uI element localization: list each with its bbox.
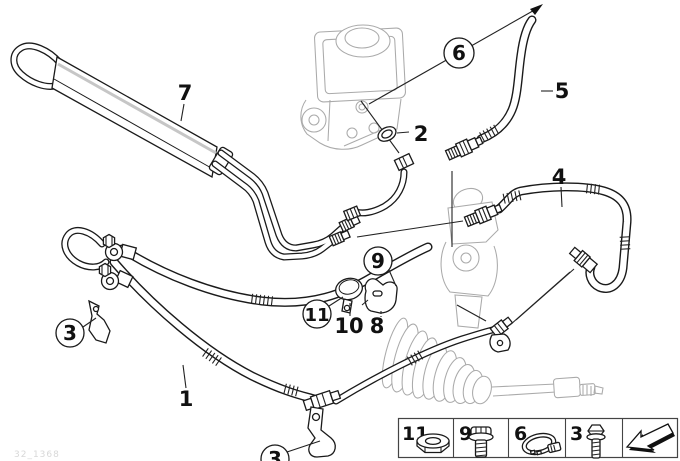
pump-elbow-pipe (342, 152, 415, 222)
sealing-ring-2 (377, 126, 397, 142)
legend-num-3[interactable]: 3 (570, 423, 583, 445)
clamp-10 (335, 277, 363, 314)
hose-1 (109, 257, 319, 404)
bracket-3 (88, 299, 111, 344)
hose-fitting (463, 203, 503, 228)
hose1-end-fitting (302, 389, 342, 458)
callout-7[interactable]: 7 (178, 81, 193, 105)
callout-9-circled[interactable]: 9 (363, 246, 393, 276)
callout-5[interactable]: 5 (555, 79, 570, 103)
hose-end-fitting (568, 246, 599, 274)
hose-clamp-icon[interactable] (520, 429, 562, 458)
callout-1[interactable]: 1 (179, 387, 194, 411)
pressure-hose-4 (463, 182, 632, 293)
callout-3b-label: 3 (268, 447, 282, 461)
return-hose-upper (117, 242, 433, 307)
hex-bolt-icon[interactable] (586, 424, 606, 459)
callout-9-label: 9 (371, 249, 385, 273)
callout-3-label: 3 (63, 321, 77, 345)
callout-4[interactable]: 4 (552, 165, 567, 189)
callout-6-circled[interactable]: 6 (443, 37, 475, 69)
hex-nut-icon[interactable] (416, 433, 450, 454)
callouts: 7 2 5 4 1 10 8 6 9 11 3 3 (55, 37, 570, 461)
callout-3b-circled[interactable]: 3 (260, 444, 290, 461)
banjo-fitting-cluster (61, 226, 138, 344)
leader-lines (82, 4, 575, 453)
legend-box: 11 9 6 3 (397, 417, 679, 459)
hose-fitting (444, 136, 484, 161)
legend-num-9[interactable]: 9 (459, 423, 472, 445)
pipe-nipple (328, 229, 351, 247)
legend-num-6[interactable]: 6 (514, 423, 527, 445)
callout-6-label: 6 (452, 41, 466, 65)
rack-pipe (332, 325, 500, 405)
cooler-pipes (211, 149, 361, 261)
callout-2[interactable]: 2 (414, 122, 429, 146)
callout-8[interactable]: 8 (370, 314, 385, 338)
callout-3-circled[interactable]: 3 (55, 318, 85, 348)
callout-10[interactable]: 10 (334, 314, 363, 338)
callout-11-circled[interactable]: 11 (302, 299, 332, 329)
power-steering-pump (300, 24, 406, 150)
suction-hose-5 (444, 15, 537, 161)
rack-port-fitting (489, 316, 514, 353)
bracket-8 (361, 278, 398, 314)
callout-11-label: 11 (304, 305, 329, 326)
direction-arrow-icon (625, 423, 675, 453)
watermark: 32_1368 (14, 450, 60, 460)
oil-cooler (10, 42, 234, 179)
torx-screw-icon[interactable] (468, 426, 494, 458)
